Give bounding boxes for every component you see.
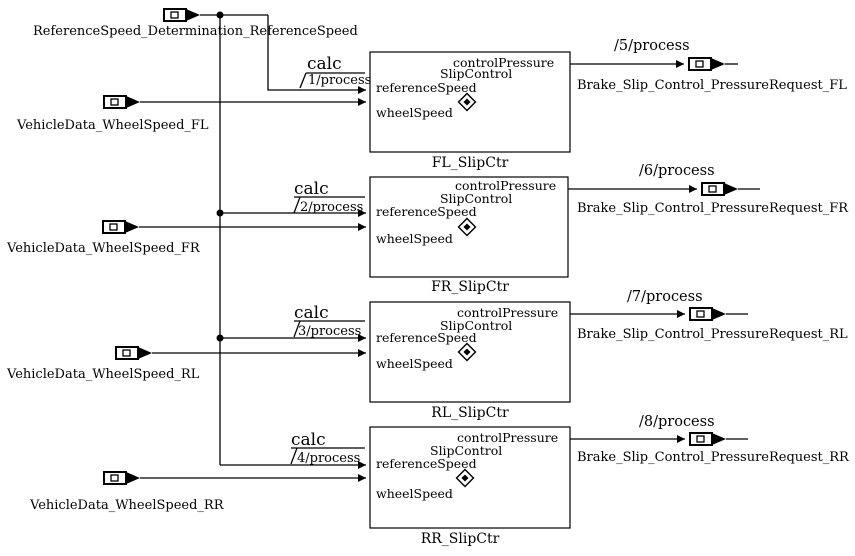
port-wheel-speed: wheelSpeed xyxy=(376,105,453,120)
block-name-fl: FL_SlipCtr xyxy=(432,155,509,171)
wheel-input-rr[interactable] xyxy=(103,471,140,485)
wheel-input-rl[interactable] xyxy=(115,346,152,360)
port-wheel-speed: wheelSpeed xyxy=(376,356,453,371)
calc-slash xyxy=(293,320,301,338)
calc-label-rr: calc xyxy=(291,430,326,450)
port-control-pressure: controlPressure xyxy=(457,430,558,445)
output-connector-rr[interactable] xyxy=(689,432,748,446)
calc-label-fl: calc xyxy=(307,54,342,74)
output-connector-fl[interactable] xyxy=(688,57,738,71)
port-wheel-speed: wheelSpeed xyxy=(376,486,453,501)
calc-label-fr: calc xyxy=(294,179,329,199)
calc-label-rl: calc xyxy=(294,303,329,323)
reference-input-connector[interactable] xyxy=(163,8,200,22)
block-name-fr: FR_SlipCtr xyxy=(431,279,509,295)
block-type-label: SlipControl xyxy=(440,318,512,333)
port-control-pressure: controlPressure xyxy=(455,178,556,193)
port-reference-speed: referenceSpeed xyxy=(376,456,477,471)
reference-wire-fl xyxy=(267,15,366,94)
block-type-label: SlipControl xyxy=(430,443,502,458)
block-fr-icon xyxy=(457,217,477,237)
calc-slash xyxy=(299,72,307,89)
wheel-input-label-fr: VehicleData_WheelSpeed_FR xyxy=(6,241,201,256)
output-connector-rl[interactable] xyxy=(689,307,748,321)
output-label-rl: Brake_Slip_Control_PressureRequest_RL xyxy=(577,327,848,342)
wheel-input-fr[interactable] xyxy=(102,220,139,234)
wheel-input-label-fl: VehicleData_WheelSpeed_FL xyxy=(16,118,209,133)
output-connector-fr[interactable] xyxy=(701,182,760,196)
output-label-fl: Brake_Slip_Control_PressureRequest_FL xyxy=(577,78,847,93)
block-fr[interactable]: controlPressure SlipControl referenceSpe… xyxy=(369,176,569,278)
port-reference-speed: referenceSpeed xyxy=(376,204,477,219)
block-fl[interactable]: controlPressure SlipControl referenceSpe… xyxy=(369,51,571,153)
port-reference-speed: referenceSpeed xyxy=(376,330,477,345)
output-process-rl: /7/process xyxy=(627,289,703,305)
block-type-label: SlipControl xyxy=(440,66,512,81)
port-control-pressure: controlPressure xyxy=(457,305,558,320)
junction-dot xyxy=(216,11,224,19)
block-type-label: SlipControl xyxy=(440,191,512,206)
output-label-rr: Brake_Slip_Control_PressureRequest_RR xyxy=(577,450,850,465)
calc-slash xyxy=(290,447,298,465)
process-label-fl: 1/process xyxy=(308,73,371,88)
block-rr-icon xyxy=(455,468,475,488)
process-label-fr: 2/process xyxy=(300,200,363,215)
output-process-rr: /8/process xyxy=(639,414,715,430)
wheel-input-label-rr: VehicleData_WheelSpeed_RR xyxy=(29,498,225,513)
calc-slash xyxy=(293,196,301,214)
block-rl[interactable]: controlPressure SlipControl referenceSpe… xyxy=(369,301,571,403)
port-wheel-speed: wheelSpeed xyxy=(376,231,453,246)
block-rl-icon xyxy=(457,342,477,362)
block-fl-icon xyxy=(457,92,477,112)
output-process-fr: /6/process xyxy=(639,163,715,179)
output-label-fr: Brake_Slip_Control_PressureRequest_FR xyxy=(577,201,849,216)
block-rr[interactable]: controlPressure SlipControl referenceSpe… xyxy=(369,426,571,529)
process-label-rr: 4/process xyxy=(297,451,360,466)
block-name-rr: RR_SlipCtr xyxy=(421,531,500,547)
process-label-rl: 3/process xyxy=(298,324,361,339)
port-control-pressure: controlPressure xyxy=(453,55,554,70)
port-reference-speed: referenceSpeed xyxy=(376,80,477,95)
wheel-input-fl[interactable] xyxy=(103,95,140,109)
wheel-input-label-rl: VehicleData_WheelSpeed_RL xyxy=(6,367,200,382)
reference-input-label: ReferenceSpeed_Determination_ReferenceSp… xyxy=(33,24,358,39)
block-name-rl: RL_SlipCtr xyxy=(431,405,509,421)
output-process-fl: /5/process xyxy=(614,38,690,54)
